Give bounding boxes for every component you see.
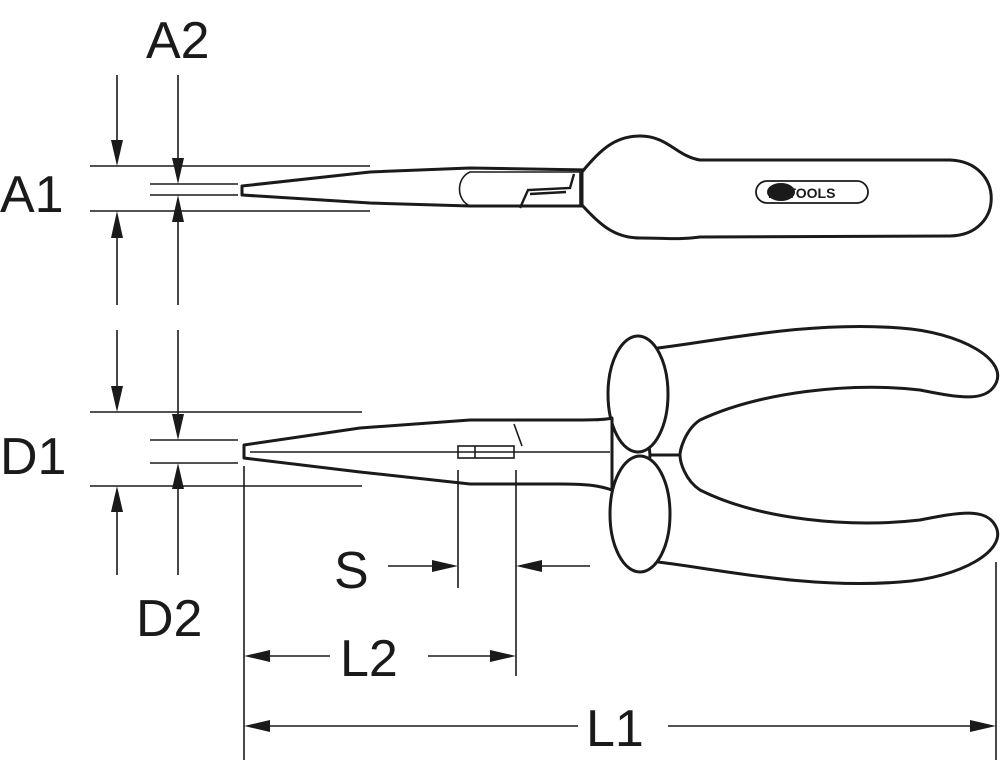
ks-tools-logo: KSTOOLS [755,180,869,204]
lower-handle [638,453,1000,586]
jaw-side-outline [240,166,592,208]
label-l1: L1 [586,700,644,758]
joint-window [458,171,581,207]
pliers-plan-view [242,324,1000,586]
lower-grip-bulb [608,454,672,574]
dimension-d [90,330,362,575]
label-a1: A1 [0,166,64,224]
pliers-side-view: KSTOOLS [240,134,993,241]
label-d1: D1 [0,428,66,486]
label-l2: L2 [340,630,398,688]
label-s: S [334,542,369,600]
joint-detail-2 [529,190,567,196]
dimension-a [90,75,370,305]
label-a2: A2 [146,12,210,70]
joint-detail [518,173,576,209]
upper-handle [638,324,1000,457]
label-d2: D2 [136,590,202,648]
upper-grip-bulb [606,334,670,454]
logo-text: KSTOOLS [768,185,835,201]
dimension-lengths [243,466,997,760]
jaw-plan-outline [242,416,614,492]
cutter-edge [457,445,515,459]
